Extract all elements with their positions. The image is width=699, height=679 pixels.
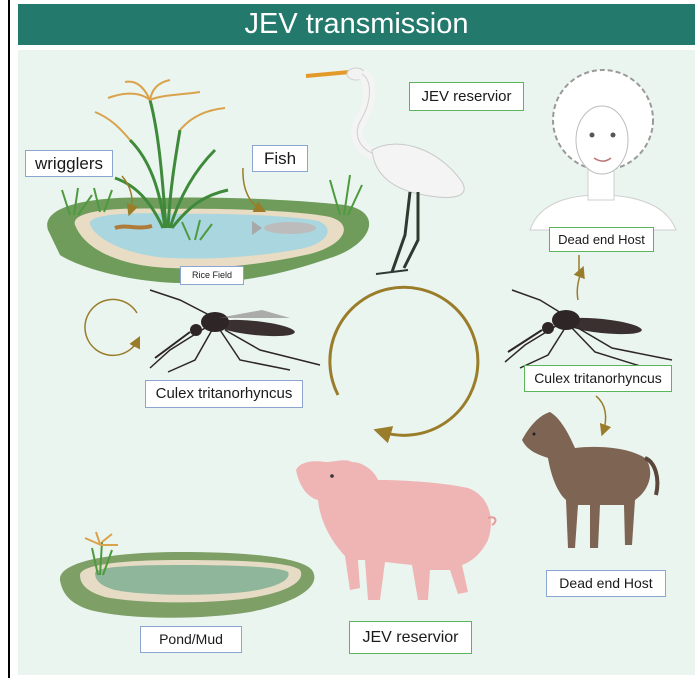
pond-illustration <box>60 532 314 618</box>
human-illustration <box>530 70 676 300</box>
horse-illustration <box>522 412 657 548</box>
label-culex-right: Culex tritanorhyncus <box>524 365 672 392</box>
mosquito-right-illustration <box>505 290 672 432</box>
rice-field-illustration <box>47 80 369 283</box>
mosquito-left-illustration <box>85 290 320 372</box>
label-rice-field: Rice Field <box>180 266 244 285</box>
label-fish: Fish <box>252 145 308 172</box>
pig-illustration <box>296 460 495 600</box>
label-dead-end-host-human: Dead end Host <box>549 227 654 252</box>
label-wrigglers: wrigglers <box>25 150 113 177</box>
transmission-cycle-arrow <box>330 287 478 435</box>
label-pond-mud: Pond/Mud <box>140 626 242 653</box>
label-reservoir-bird: JEV reservior <box>409 82 524 111</box>
label-dead-end-host-horse: Dead end Host <box>546 570 666 597</box>
label-reservoir-pig: JEV reservior <box>349 621 472 654</box>
label-culex-left: Culex tritanorhyncus <box>145 380 303 408</box>
